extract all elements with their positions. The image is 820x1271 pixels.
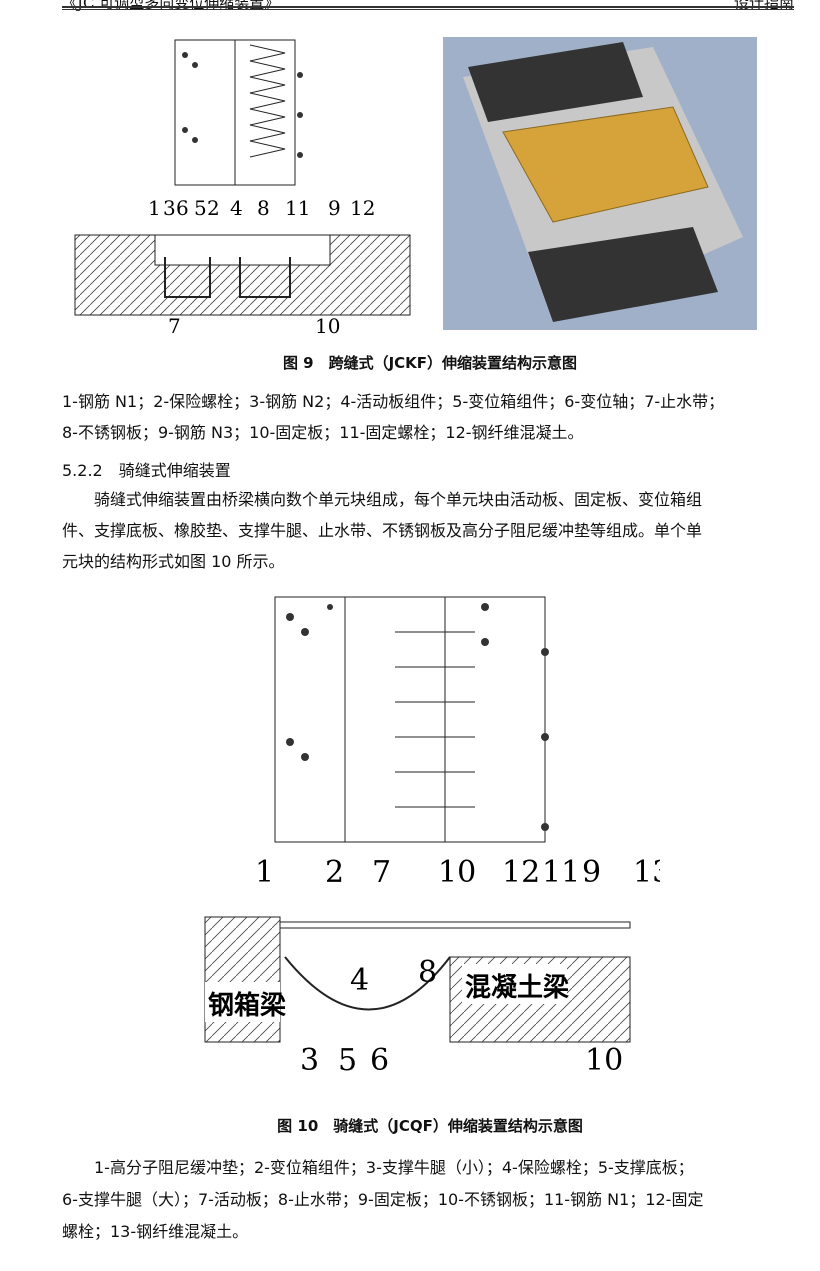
fig9-label: 2: [207, 196, 220, 220]
fig9-label: 3: [163, 196, 176, 220]
figure-9-caption: 图 9 跨缝式（JCKF）伸缩装置结构示意图: [282, 354, 578, 372]
figure-10-caption: 图 10 骑缝式（JCQF）伸缩装置结构示意图: [277, 1117, 583, 1135]
fig10-label: 10: [438, 855, 476, 890]
fig9-label: 12: [350, 196, 375, 220]
paragraph-line: 件、支撑底板、橡胶垫、支撑牛腿、止水带、不锈钢板及高分子阻尼缓冲垫等组成。单个单: [62, 521, 703, 540]
legend-line: 6-支撑牛腿（大）；7-活动板；8-止水带；9-固定板；10-不锈钢板；11-钢…: [62, 1190, 704, 1209]
fig10-label: 4: [350, 963, 369, 998]
fig9-label: 8: [257, 196, 270, 220]
fig9-label: 9: [328, 196, 341, 220]
fig9-label: 4: [230, 196, 243, 220]
figure-9-legend: 1-钢筋 N1；2-保险螺栓；3-钢筋 N2；4-活动板组件；5-变位箱组件；6…: [62, 386, 796, 448]
header-rule: [62, 6, 794, 10]
figure-10-drawing: 1 2 7 10 12 11 9 13 4 8 3 5 6 10 钢箱梁 混凝土…: [204, 596, 660, 1078]
fig10-label: 13: [633, 855, 660, 890]
legend-line: 1-钢筋 N1；2-保险螺栓；3-钢筋 N2；4-活动板组件；5-变位箱组件；6…: [62, 392, 725, 411]
legend-line: 8-不锈钢板；9-钢筋 N3；10-固定板；11-固定螺栓；12-钢纤维混凝土。: [62, 423, 584, 442]
fig9-label: 5: [194, 196, 207, 220]
fig10-label: 7: [372, 855, 391, 890]
section-paragraph: 骑缝式伸缩装置由桥梁横向数个单元块组成，每个单元块由活动板、固定板、变位箱组 件…: [62, 484, 796, 577]
fig10-label: 12: [502, 855, 540, 890]
paragraph-line: 元块的结构形式如图 10 所示。: [62, 552, 285, 571]
concrete-beam-label: 混凝土梁: [465, 973, 569, 1003]
fig10-label: 1: [255, 855, 274, 890]
figure-10-legend: 1-高分子阻尼缓冲垫；2-变位箱组件；3-支撑牛腿（小）；4-保险螺栓；5-支撑…: [62, 1152, 796, 1248]
fig10-label: 2: [325, 855, 344, 890]
legend-line: 1-高分子阻尼缓冲垫；2-变位箱组件；3-支撑牛腿（小）；4-保险螺栓；5-支撑…: [62, 1158, 694, 1177]
fig9-label: 10: [315, 314, 340, 338]
legend-line: 螺栓；13-钢纤维混凝土。: [62, 1222, 249, 1241]
steel-box-girder-label: 钢箱梁: [208, 990, 286, 1021]
fig10-label: 8: [418, 955, 437, 990]
paragraph-line: 骑缝式伸缩装置由桥梁横向数个单元块组成，每个单元块由活动板、固定板、变位箱组: [62, 490, 703, 509]
fig10-label: 10: [585, 1043, 623, 1078]
fig10-label: 11: [542, 855, 580, 890]
figure-9-drawing: 1 3 6 5 2 4 8 11 9 12 7 10: [74, 39, 411, 338]
fig9-label: 6: [176, 196, 189, 220]
fig10-label: 6: [370, 1043, 389, 1078]
fig9-label: 1: [148, 196, 161, 220]
fig10-label: 9: [582, 855, 601, 890]
figure-9-render: [443, 37, 757, 330]
fig9-label: 11: [285, 196, 310, 220]
fig9-label: 7: [168, 314, 181, 338]
section-heading: 5.2.2 骑缝式伸缩装置: [62, 461, 231, 480]
fig10-label: 5: [338, 1043, 357, 1078]
fig10-label: 3: [300, 1043, 319, 1078]
